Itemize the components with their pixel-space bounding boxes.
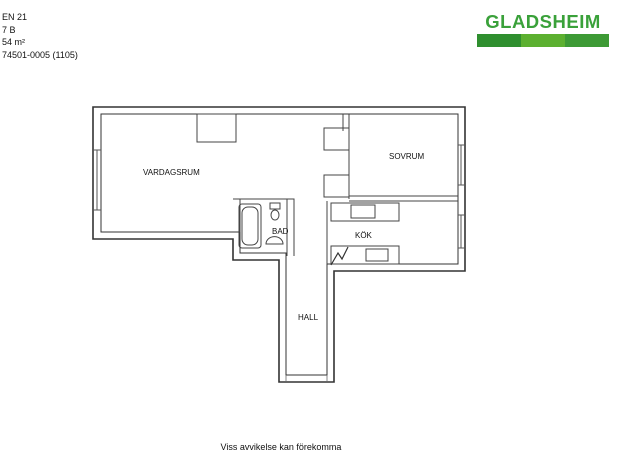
washbasin: [265, 236, 284, 245]
brand-name: GLADSHEIM: [485, 11, 601, 32]
wall-living-bedroom: [342, 114, 350, 199]
wall-bedroom-bottom: [349, 195, 458, 202]
info-floor: 7 B: [2, 24, 16, 35]
info-address: EN 21: [2, 12, 28, 22]
toilet: [269, 202, 281, 221]
room-label-kitchen: KÖK: [355, 231, 372, 240]
sink-top: [350, 204, 376, 219]
kitchen-counter-bottom: [330, 245, 400, 265]
brand-logo: GLADSHEIM: [477, 12, 609, 47]
kitchen-counter-top: [330, 202, 400, 222]
shaft: [196, 113, 237, 143]
room-label-living: VARDAGSRUM: [143, 168, 200, 177]
room-label-bath: BAD: [272, 227, 289, 236]
kitchen-duct: [330, 246, 349, 266]
closet-2: [323, 174, 350, 198]
apartment-info: EN 21 7 B 54 m² 74501-0005 (1105): [2, 11, 78, 61]
closet: [323, 127, 350, 151]
room-label-hall: HALL: [298, 313, 319, 322]
info-object-number: 74501-0005 (1105): [2, 49, 78, 60]
brand-bar: [477, 34, 609, 47]
outer-wall: [92, 106, 466, 383]
stove: [365, 248, 389, 262]
bathtub: [238, 203, 262, 249]
info-area: 54 m²: [2, 37, 26, 47]
disclaimer: Viss avvikelse kan förekomma: [220, 442, 342, 452]
room-label-bedroom: SOVRUM: [389, 152, 425, 161]
